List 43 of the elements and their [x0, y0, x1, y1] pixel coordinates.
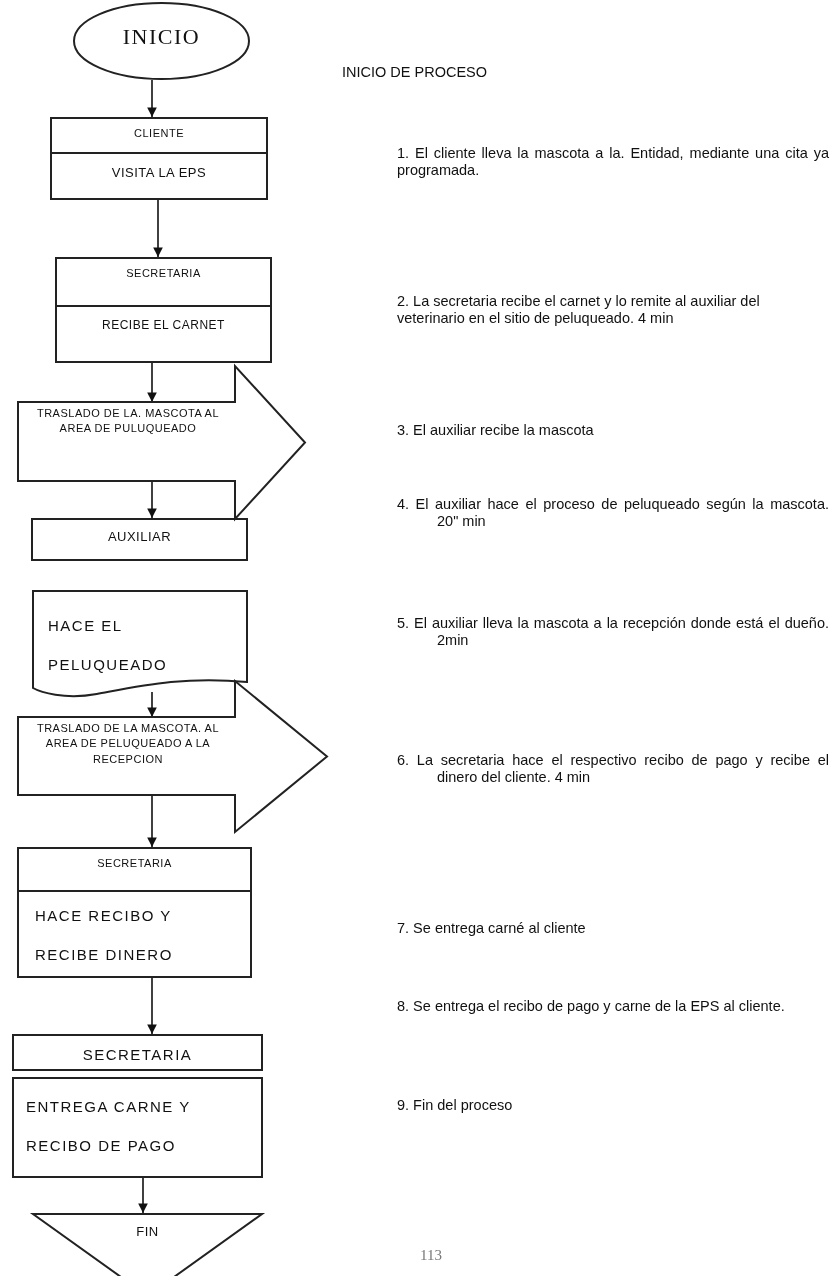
role-label: SECRETARIA: [57, 259, 270, 307]
section-heading: INICIO DE PROCESO: [342, 64, 489, 82]
document-shape: [32, 590, 248, 698]
node-label: INICIO: [121, 23, 202, 51]
step-description: 9. Fin del proceso: [397, 1097, 514, 1115]
task-label: RECIBE EL CARNET: [101, 317, 226, 334]
process-box: [50, 117, 268, 200]
node-label: HACE EL PELUQUEADO: [47, 616, 169, 675]
arrow: [147, 362, 157, 403]
process-box: [17, 847, 252, 978]
task-label: HACE RECIBO Y RECIBE DINERO: [34, 906, 174, 965]
process-box: [12, 1034, 263, 1071]
page-number: 113: [420, 1246, 443, 1264]
step-description: 4. El auxiliar hace el proceso de peluqueado según la mascota. 20" min: [397, 496, 829, 531]
process-box: [31, 518, 248, 561]
arrow: [153, 199, 163, 258]
arrow: [147, 691, 157, 718]
step-description: 5. El auxiliar lleva la mascota a la recepción donde está el dueño. 2min: [397, 615, 829, 650]
step-description: 2. La secretaria recibe el carnet y lo remite al auxiliar del veterinario en el sitio de peluqueado. 4 min: [397, 293, 761, 328]
node-label: TRASLADO DE LA. MASCOTA AL AREA DE PULUQUEADO: [35, 406, 221, 437]
arrow: [138, 1177, 148, 1214]
transfer-arrow-shape: [17, 365, 306, 520]
node-label: ENTREGA CARNE Y RECIBO DE PAGO: [25, 1097, 192, 1156]
task-label: VISITA LA EPS: [110, 164, 208, 182]
process-box: [55, 257, 272, 363]
step-description: 7. Se entrega carné al cliente: [397, 920, 587, 938]
node-label: SECRETARIA: [81, 1045, 194, 1065]
node-label: AUXILIAR: [106, 528, 173, 546]
end-triangle: [32, 1213, 263, 1276]
process-box: [12, 1077, 263, 1178]
step-description: 8. Se entrega el recibo de pago y carne de la EPS al cliente.: [397, 998, 786, 1016]
start-ellipse: [73, 2, 250, 80]
node-label: TRASLADO DE LA MASCOTA. AL AREA DE PELUQUEADO A LA RECEPCION: [35, 721, 221, 767]
arrow: [147, 480, 157, 519]
node-label: FIN: [135, 1223, 160, 1241]
step-description: 6. La secretaria hace el respectivo recibo de pago y recibe el dinero del cliente. 4 min: [397, 752, 829, 787]
step-description: 3. El auxiliar recibe la mascota: [397, 422, 595, 440]
step-description: 1. El cliente lleva la mascota a la. Entidad, mediante una cita ya programada.: [397, 145, 829, 180]
arrow: [147, 794, 157, 848]
arrow: [147, 79, 157, 118]
role-label: CLIENTE: [52, 119, 266, 154]
arrow: [147, 977, 157, 1035]
role-label: SECRETARIA: [19, 849, 250, 892]
